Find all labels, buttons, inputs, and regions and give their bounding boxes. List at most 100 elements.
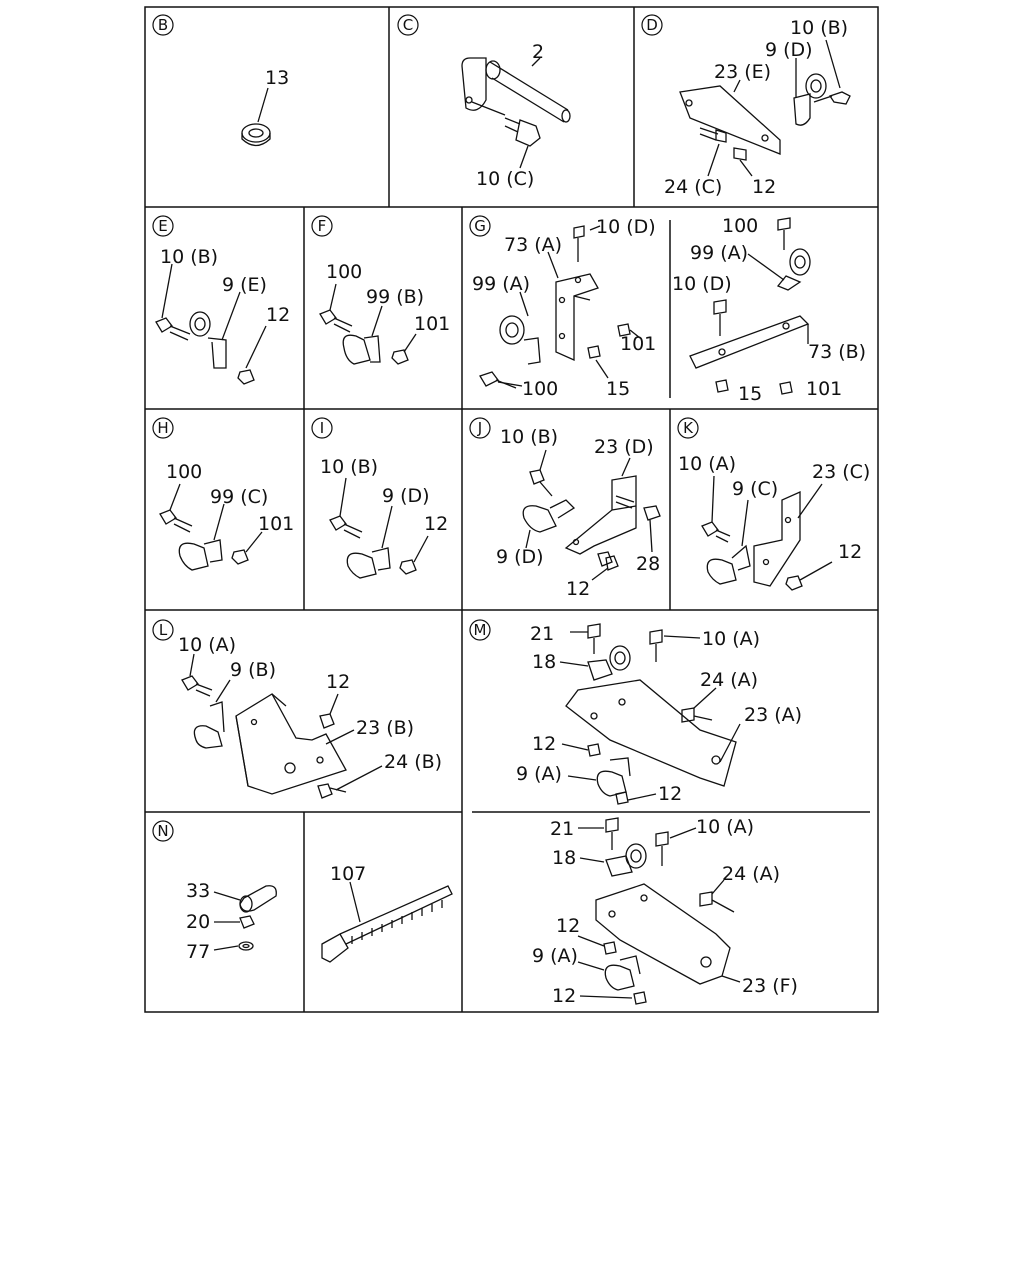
part-label: 99 (C) — [210, 486, 268, 508]
part-label: 10 (A) — [678, 453, 736, 475]
panel-h: H 100 99 (C) 101 — [152, 417, 294, 571]
part-label: 9 (C) — [732, 478, 778, 500]
part-label: 23 (B) — [356, 717, 414, 739]
part-label: 12 — [658, 783, 682, 805]
part-label: 18 — [552, 847, 576, 869]
part-label: 20 — [186, 911, 210, 933]
part-label: 9 (E) — [222, 274, 267, 296]
panel-k-marker: K — [677, 417, 699, 439]
panel-k: K 10 (A) 23 (C) 9 (C) 12 — [677, 417, 870, 591]
panel-b-marker: B — [152, 14, 174, 36]
part-label: 21 — [550, 818, 574, 840]
part-label: 99 (B) — [366, 286, 424, 308]
part-label: 100 — [522, 378, 558, 400]
part-label: 9 (A) — [516, 763, 562, 785]
part-label: 10 (B) — [320, 456, 378, 478]
part-label: 12 — [266, 304, 290, 326]
panel-d: D 10 (B) 9 (D) 23 (E) 24 (C) 12 — [641, 14, 851, 198]
plate-bracket-part — [577, 817, 741, 1005]
svg-text:K: K — [683, 419, 694, 437]
clip-part — [159, 483, 263, 571]
part-label: 12 — [532, 733, 556, 755]
part-label: 28 — [636, 553, 660, 575]
pipe-bracket-part — [461, 57, 571, 169]
panel-h-marker: H — [152, 417, 174, 439]
part-label: 10 (D) — [596, 216, 656, 238]
part-label: 99 (A) — [690, 242, 748, 264]
part-label: 101 — [620, 333, 656, 355]
part-label: 73 (A) — [504, 234, 562, 256]
clip-part — [329, 477, 429, 579]
angle-bracket-part — [701, 475, 833, 591]
part-label: 101 — [414, 313, 450, 335]
part-label: 73 (B) — [808, 341, 866, 363]
panel-g: G — [469, 215, 866, 405]
panel-e: E 10 (B) 9 (E) 12 — [152, 215, 290, 385]
angle-bracket-part — [479, 225, 641, 389]
part-label: 23 (A) — [744, 704, 802, 726]
panel-m: M — [469, 619, 802, 1007]
clip-part — [319, 283, 417, 365]
part-label: 13 — [265, 67, 289, 89]
svg-text:B: B — [158, 16, 168, 34]
part-label: 100 — [166, 461, 202, 483]
svg-text:C: C — [403, 16, 413, 34]
part-label: 100 — [326, 261, 362, 283]
part-label: 23 (E) — [714, 61, 771, 83]
part-label: 101 — [806, 378, 842, 400]
cap-part — [213, 885, 277, 951]
panel-e-marker: E — [152, 215, 174, 237]
svg-text:D: D — [646, 16, 658, 34]
part-label: 9 (D) — [496, 546, 544, 568]
panel-l-marker: L — [152, 619, 174, 641]
part-label: 77 — [186, 941, 210, 963]
flat-bracket-part — [689, 217, 811, 395]
part-label: 100 — [722, 215, 758, 237]
part-label: 10 (C) — [476, 168, 534, 190]
part-label: 12 — [838, 541, 862, 563]
panel-i: I 10 (B) 9 (D) 12 — [311, 417, 448, 579]
cable-tie-part — [321, 881, 453, 963]
svg-text:M: M — [474, 621, 487, 639]
part-label: 10 (A) — [696, 816, 754, 838]
plate-bracket-part — [559, 623, 741, 805]
svg-text:I: I — [320, 419, 324, 437]
panel-l: L 10 (A) 9 (B) 12 23 (B) 24 (B) — [152, 619, 442, 799]
panel-m-marker: M — [469, 619, 491, 641]
part-label: 24 (A) — [700, 669, 758, 691]
svg-text:J: J — [477, 419, 482, 437]
panel-f: F 100 99 (B) 101 — [311, 215, 450, 365]
panel-b: B 13 — [152, 14, 289, 147]
part-label: 10 (A) — [178, 634, 236, 656]
part-label: 12 — [752, 176, 776, 198]
panel-g-marker: G — [469, 215, 491, 237]
part-label: 10 (A) — [702, 628, 760, 650]
part-label: 23 (D) — [594, 436, 654, 458]
part-label: 12 — [566, 578, 590, 600]
part-label: 10 (B) — [160, 246, 218, 268]
svg-text:H: H — [157, 419, 168, 437]
panel-j: J 10 (B) 23 (D) 9 (D) 28 12 — [469, 417, 661, 600]
part-label: 33 — [186, 880, 210, 902]
part-label: 99 (A) — [472, 273, 530, 295]
part-label: 24 (A) — [722, 863, 780, 885]
part-label: 24 (C) — [664, 176, 722, 198]
panel-c-marker: C — [397, 14, 419, 36]
part-label: 2 — [532, 41, 544, 63]
part-label: 15 — [738, 383, 762, 405]
plate-bracket-part — [679, 39, 851, 177]
part-label: 9 (A) — [532, 945, 578, 967]
part-label: 10 (D) — [672, 273, 732, 295]
svg-text:G: G — [474, 217, 486, 235]
part-label: 10 (B) — [500, 426, 558, 448]
svg-text:L: L — [159, 621, 168, 639]
part-label: 101 — [258, 513, 294, 535]
part-label: 12 — [556, 915, 580, 937]
part-label: 23 (C) — [812, 461, 870, 483]
panel-j-marker: J — [469, 417, 491, 439]
svg-text:E: E — [158, 217, 167, 235]
part-label: 9 (D) — [765, 39, 813, 61]
part-label: 12 — [424, 513, 448, 535]
grommet-part — [241, 87, 271, 147]
